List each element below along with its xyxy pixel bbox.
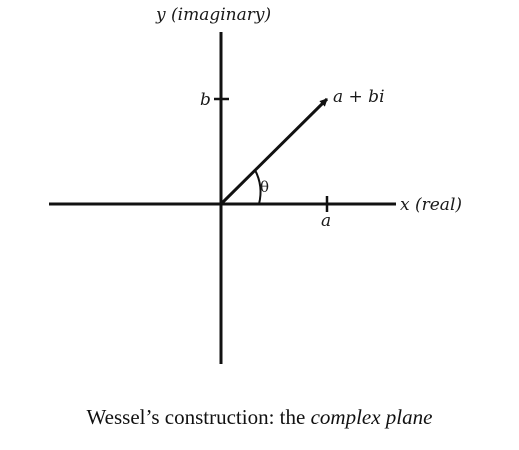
vector-arrow bbox=[219, 97, 329, 206]
b-tick-label: b bbox=[200, 90, 211, 110]
caption-prefix: Wessel’s construction: the bbox=[86, 405, 311, 429]
figure-caption: Wessel’s construction: the complex plane bbox=[0, 405, 519, 430]
angle-label: θ bbox=[260, 178, 269, 196]
vector-label: a + bi bbox=[333, 87, 385, 107]
caption-emphasis: complex plane bbox=[310, 405, 433, 429]
y-axis-label: y (imaginary) bbox=[155, 5, 271, 25]
x-axis-label: x (real) bbox=[400, 195, 462, 215]
angle-arc bbox=[254, 169, 262, 205]
a-tick-label: a bbox=[321, 211, 331, 231]
